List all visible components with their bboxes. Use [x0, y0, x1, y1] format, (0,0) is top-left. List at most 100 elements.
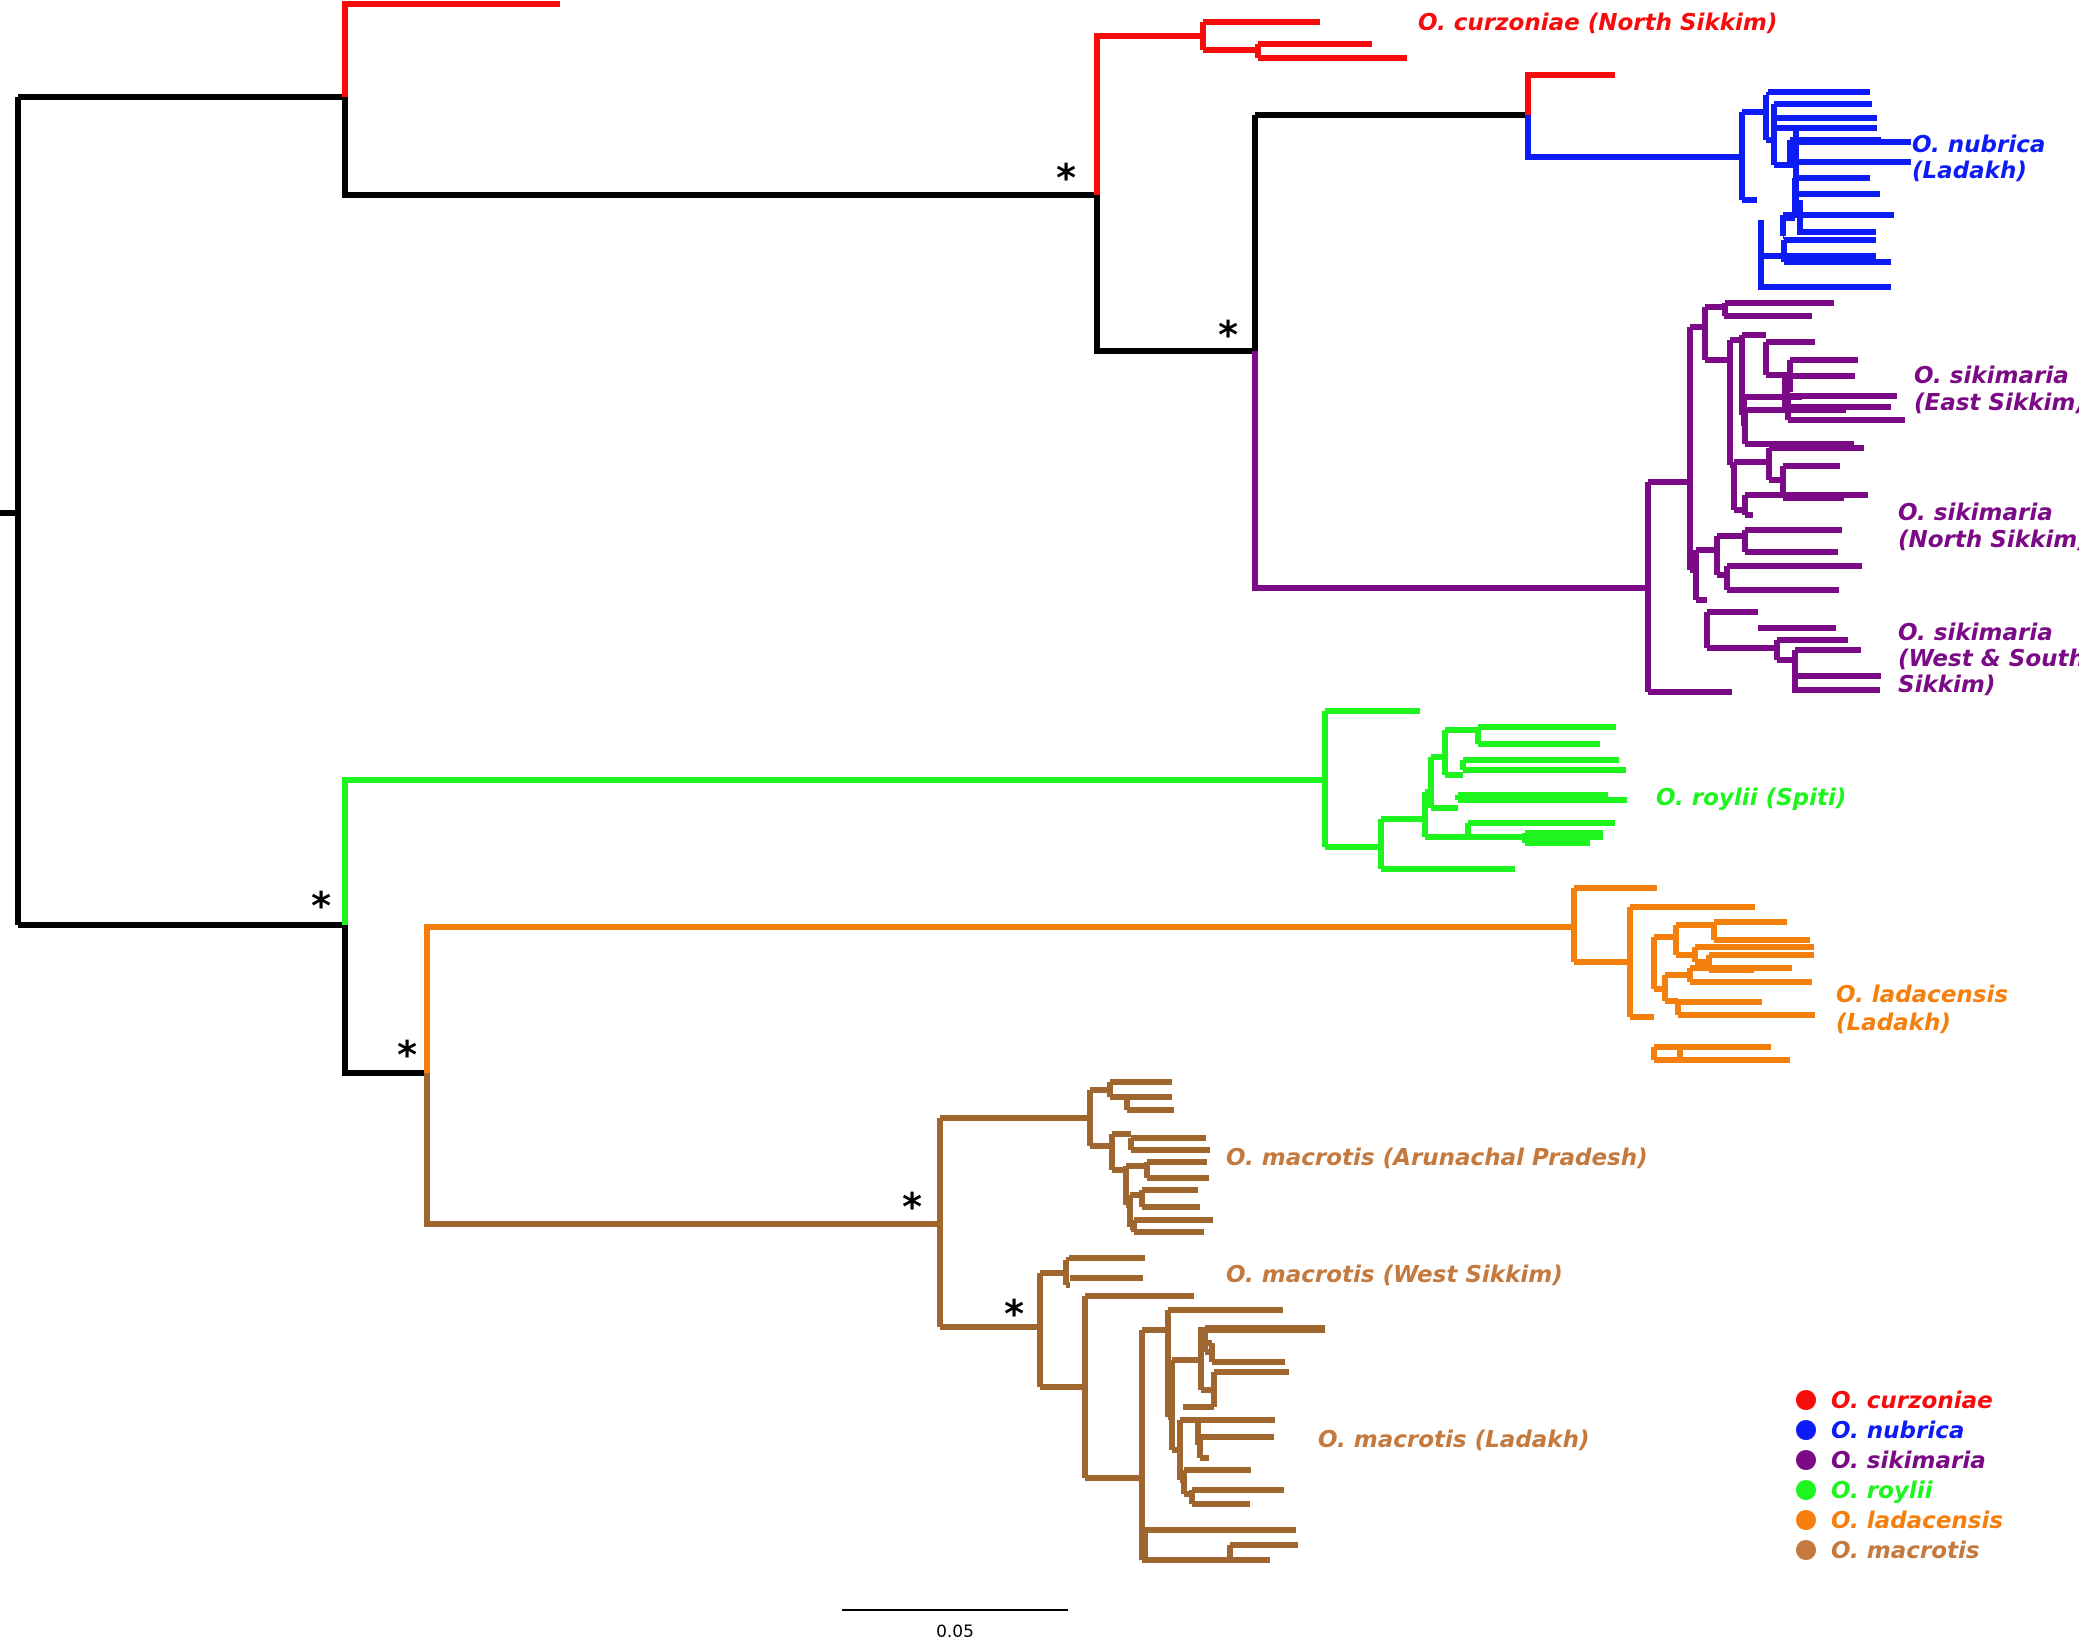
- tree-branch: [342, 97, 1528, 354]
- tree-branch: [342, 1, 560, 97]
- tree-branch: [1714, 533, 1745, 578]
- legend-label: O. nubrica: [1831, 1418, 1964, 1444]
- tree-branch: [1645, 479, 1732, 695]
- tree-branch: [1094, 33, 1203, 195]
- legend-swatch: [1796, 1390, 1816, 1410]
- legend-swatch: [1796, 1420, 1816, 1440]
- tree-branch: [1693, 547, 1717, 603]
- scale-bar: 0.05: [842, 1609, 1068, 1642]
- tree-branch: [1378, 816, 1515, 872]
- tree-branch: [1662, 972, 1690, 1004]
- tree-branch: [1322, 708, 1420, 850]
- tree-branch: [1255, 41, 1407, 61]
- clade-label-line: O. sikimaria: [1898, 620, 2053, 646]
- clade-label-line: O. macrotis (Arunachal Pradesh): [1226, 1145, 1648, 1171]
- tree-branch: [1139, 1327, 1168, 1563]
- clade-label-sikimaria-north: O. sikimaria (North Sikkim): [1898, 500, 2079, 553]
- clade-label-line: Sikkim): [1898, 672, 1995, 698]
- tree-branch: [1742, 492, 1868, 518]
- tree-branch: [1198, 1327, 1325, 1340]
- legend-item: O. nubrica: [1796, 1418, 1964, 1444]
- tree-branch: [1082, 1293, 1194, 1481]
- tree-branch: [1442, 727, 1478, 778]
- support-asterisk: *: [1218, 313, 1238, 357]
- support-markers: * * * * * *: [311, 156, 1238, 1336]
- clade-label-macrotis-ladakh: O. macrotis (Ladakh): [1318, 1427, 1590, 1453]
- clade-label-line: (Ladakh): [1912, 158, 2027, 184]
- tree-branch: [1128, 1135, 1210, 1153]
- tree-branch: [1731, 459, 1769, 513]
- legend-item: O. macrotis: [1796, 1538, 1980, 1564]
- legend-swatch: [1796, 1540, 1816, 1560]
- tree-branch: [1197, 1434, 1274, 1461]
- tree-branch: [424, 1073, 940, 1227]
- tree-branch: [1704, 609, 1777, 651]
- tree-branch: [1677, 1044, 1787, 1063]
- tree-branch: [1571, 885, 1657, 965]
- legend: O. curzoniae O. nubrica O. sikimaria O. …: [1796, 1388, 2003, 1564]
- tree-branch: [1144, 1159, 1209, 1181]
- tree-branch: [1455, 792, 1627, 803]
- clade-label-ladacensis: O. ladacensis (Ladakh): [1836, 982, 2016, 1036]
- legend-swatch: [1796, 1510, 1816, 1530]
- tree-branch: [937, 1115, 1090, 1330]
- clade-label-line: O. sikimaria: [1914, 363, 2069, 389]
- tree-branch: [1195, 1417, 1275, 1448]
- support-asterisk: *: [902, 1185, 922, 1229]
- clade-label-sikimaria-east: O. sikimaria (East Sikkim): [1914, 363, 2079, 416]
- clade-label-line: (East Sikkim): [1914, 390, 2079, 416]
- tree-branch: [1762, 393, 1905, 447]
- tree-branch: [1189, 1487, 1284, 1507]
- legend-swatch: [1796, 1450, 1816, 1470]
- clade-labels: O. curzoniae (North Sikkim) O. nubrica (…: [1226, 10, 2079, 1453]
- support-asterisk: *: [1004, 1292, 1024, 1336]
- tree-branch: [1087, 1087, 1112, 1149]
- tree-branch: [1782, 373, 1891, 410]
- scale-bar-label: 0.05: [936, 1622, 974, 1642]
- tree-branch: [1124, 1094, 1174, 1113]
- support-asterisk: *: [1056, 156, 1076, 200]
- clade-label-sikimaria-west-south: O. sikimaria (West & South Sikkim): [1898, 620, 2079, 698]
- tree-branch: [1525, 115, 1742, 160]
- legend-item: O. ladacensis: [1796, 1508, 2003, 1534]
- tree-branch: [1139, 1187, 1200, 1210]
- tree-branch: [1758, 220, 1891, 290]
- tree-branch: [1252, 351, 1648, 591]
- tree-branch: [1793, 128, 1911, 145]
- legend-item: O. curzoniae: [1796, 1388, 1993, 1414]
- clade-label-line: O. nubrica: [1912, 132, 2045, 158]
- clade-label-macrotis-west-sikkim: O. macrotis (West Sikkim): [1226, 1262, 1563, 1288]
- legend-label: O. ladacensis: [1831, 1508, 2003, 1534]
- tree-branch: [1142, 1527, 1296, 1563]
- tree-branch: [1063, 1257, 1070, 1288]
- clade-label-line: O. sikimaria: [1898, 500, 2053, 526]
- clade-label-line: (North Sikkim): [1898, 527, 2079, 553]
- clade-label-line: O. macrotis (Ladakh): [1318, 1427, 1590, 1453]
- tree-branch: [1475, 724, 1616, 747]
- tree-branch: [1208, 1340, 1285, 1365]
- clade-label-macrotis-arunachal: O. macrotis (Arunachal Pradesh): [1226, 1145, 1648, 1171]
- clade-label-line: O. roylii (Spiti): [1656, 785, 1846, 811]
- tree-branch: [1675, 999, 1815, 1018]
- tree-branch: [1783, 175, 1880, 221]
- tree-branch: [1131, 1217, 1213, 1235]
- clade-label-line: (Ladakh): [1836, 1010, 1951, 1036]
- tree-branch: [1183, 1369, 1289, 1410]
- tree-branch: [1742, 407, 1846, 447]
- tree-branch: [1687, 965, 1812, 985]
- tree-branch: [1792, 673, 1880, 693]
- legend-label: O. roylii: [1831, 1478, 1934, 1504]
- tree-branch: [1525, 72, 1615, 115]
- clade-label-line: O. curzoniae (North Sikkim): [1418, 10, 1777, 36]
- tree-branch: [424, 924, 1574, 1073]
- tree-branch: [1742, 527, 1842, 555]
- tree-branch: [1522, 830, 1603, 846]
- legend-label: O. sikimaria: [1831, 1448, 1986, 1474]
- clade-label-line: (West & South: [1898, 646, 2079, 672]
- tree-branch: [1687, 324, 1705, 573]
- support-asterisk: *: [397, 1033, 417, 1077]
- legend-label: O. curzoniae: [1831, 1388, 1993, 1414]
- clade-label-line: O. macrotis (West Sikkim): [1226, 1262, 1563, 1288]
- tree-branch: [342, 925, 427, 1076]
